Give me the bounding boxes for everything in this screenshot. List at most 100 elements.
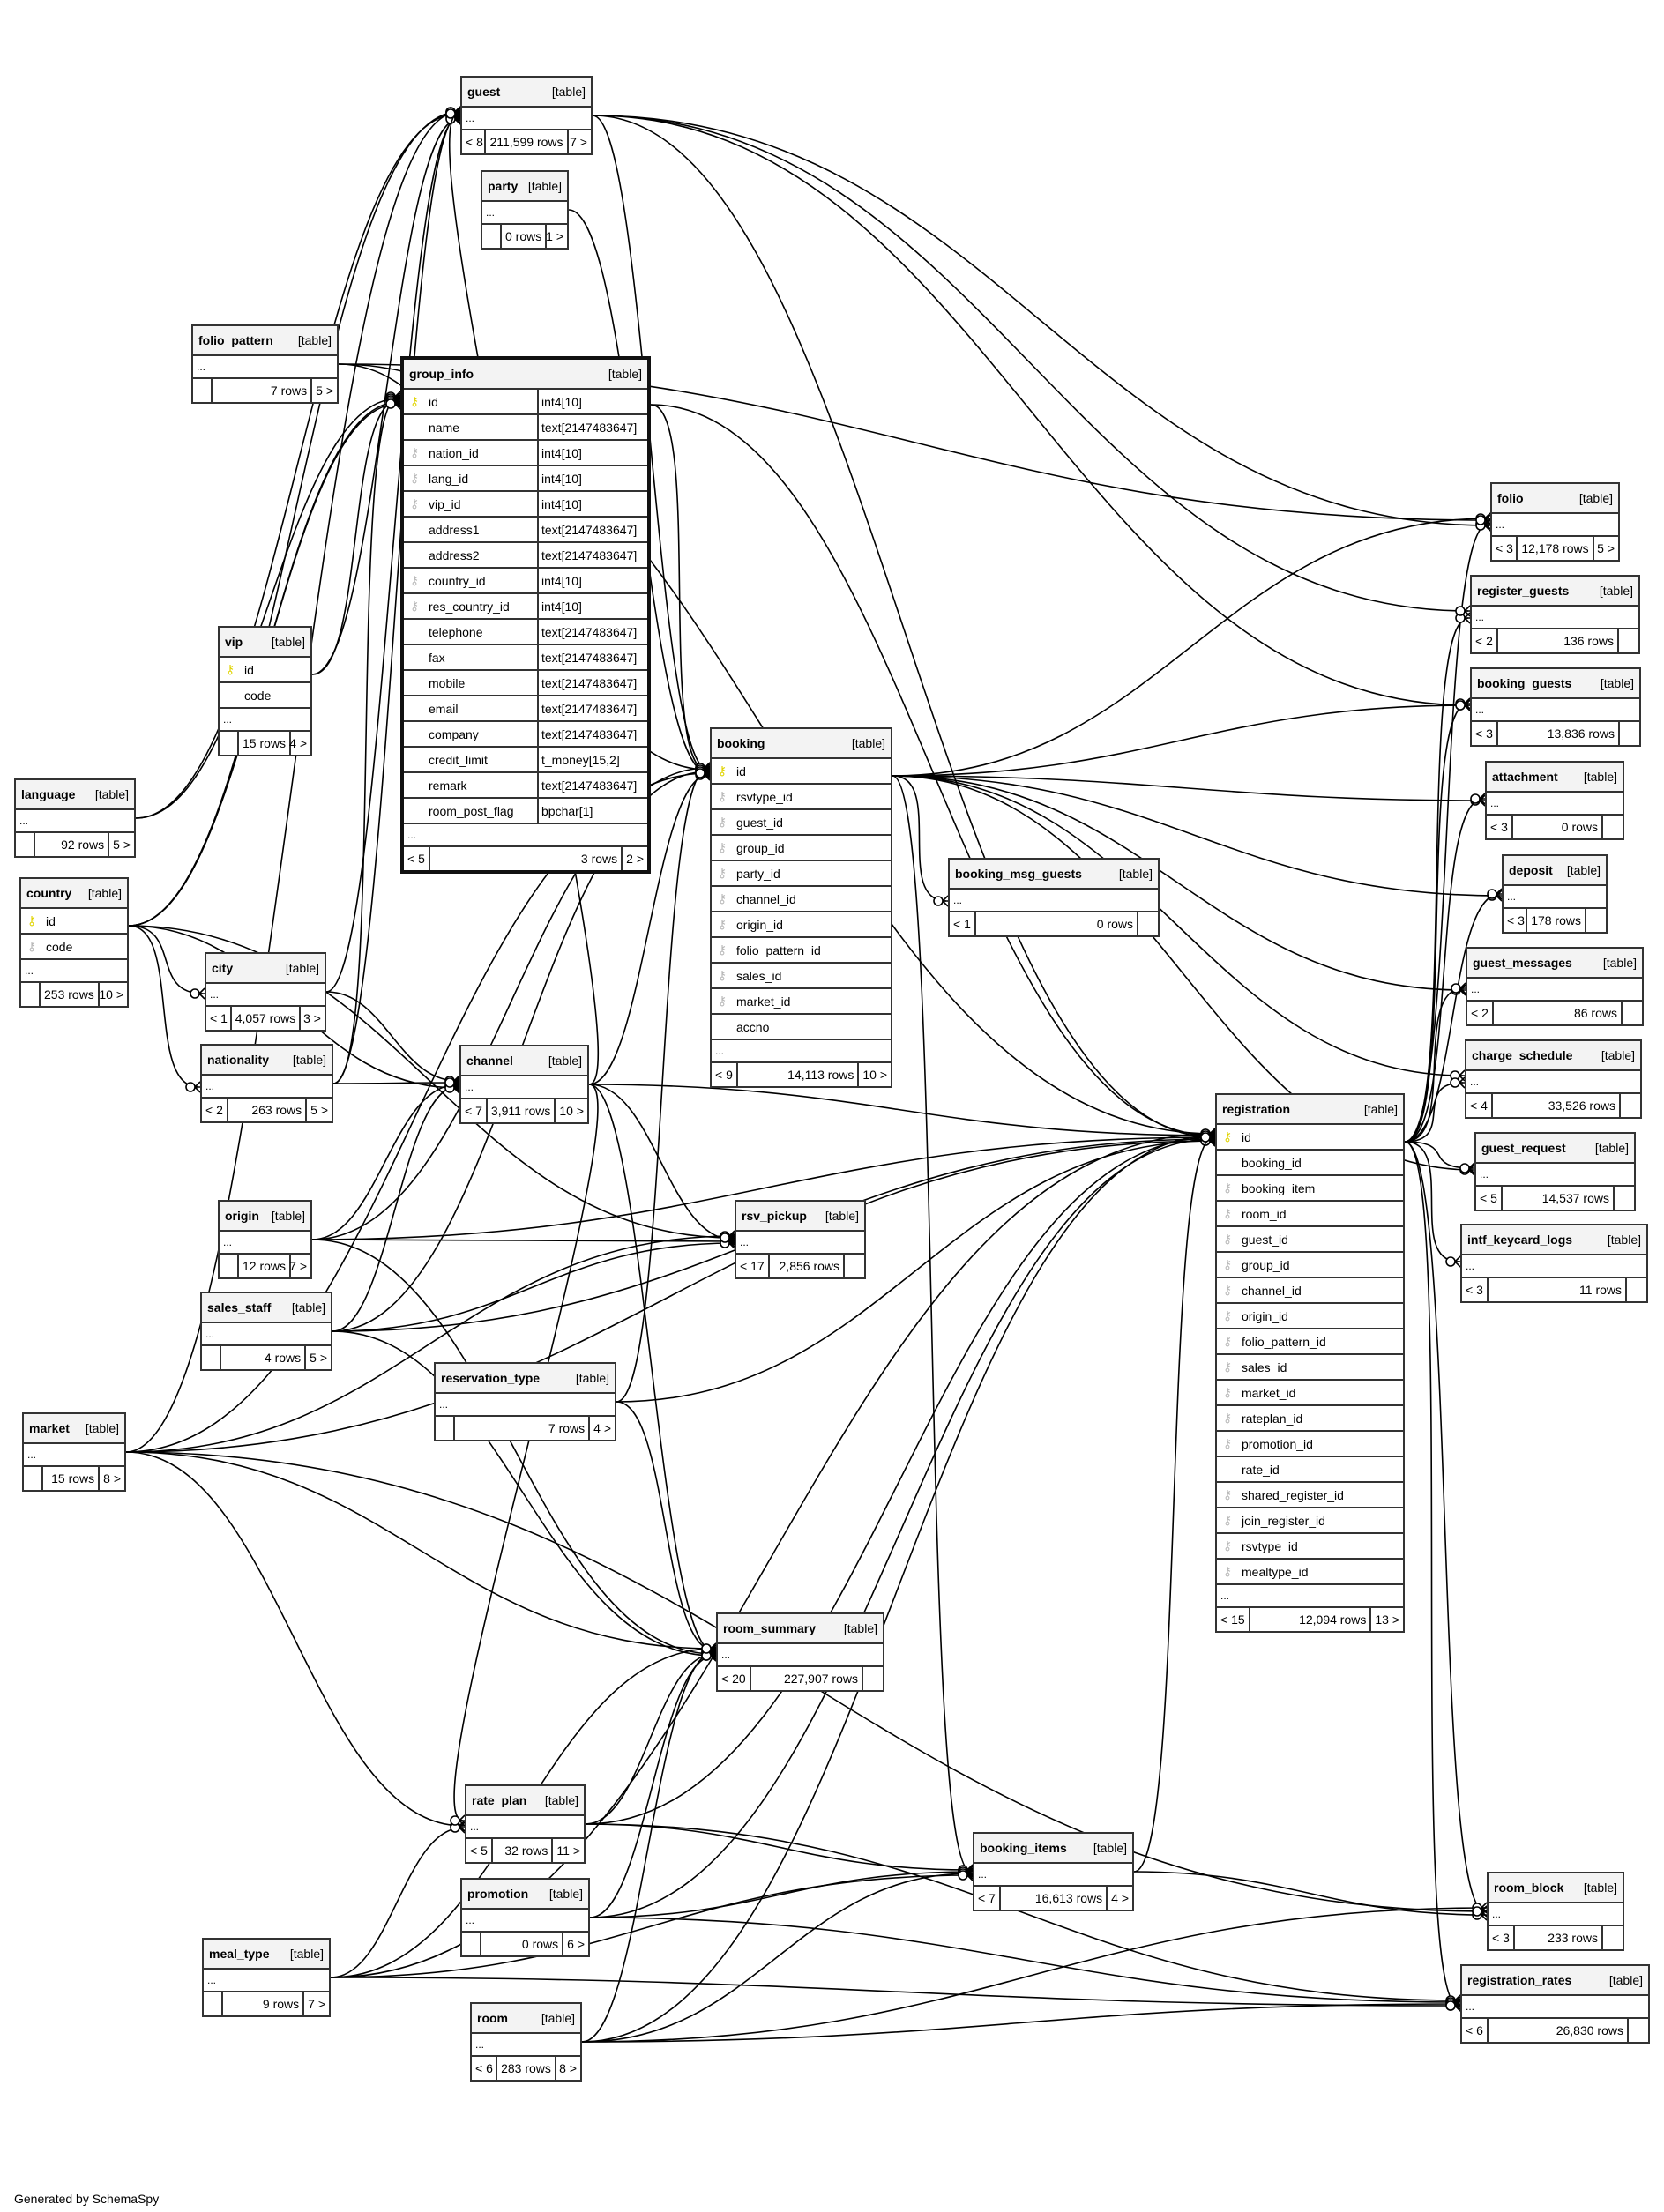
parent-count-link[interactable]: < 3 [1489, 1926, 1515, 1949]
child-count-link[interactable]: 5 > [310, 1103, 328, 1117]
child-count-link[interactable] [845, 1255, 864, 1277]
child-count-link[interactable] [1623, 1002, 1642, 1024]
column-row[interactable]: ⚷room_id [1217, 1202, 1403, 1227]
parent-count-link[interactable]: < 5 [1476, 1187, 1503, 1210]
table-booking[interactable]: booking[table]⚷id⚷rsvtype_id⚷guest_id⚷gr… [710, 727, 892, 1088]
column-row[interactable]: ⚷group_id [712, 836, 891, 861]
column-row[interactable]: rate_id [1217, 1457, 1403, 1483]
table-name[interactable]: register_guests [1477, 584, 1570, 598]
column-row[interactable]: booking_id [1217, 1151, 1403, 1176]
column-row[interactable]: ⚷market_id [712, 989, 891, 1015]
table-header[interactable]: promotion[table] [462, 1880, 588, 1910]
parent-count-link[interactable]: < 3 [1462, 1278, 1489, 1301]
more-columns-ellipsis[interactable]: ... [1466, 1071, 1640, 1094]
child-count-link[interactable]: 5 > [310, 1351, 327, 1365]
more-columns-ellipsis[interactable]: ... [24, 1444, 124, 1467]
more-columns-ellipsis[interactable]: ... [1487, 793, 1623, 816]
child-count-link[interactable] [1603, 816, 1623, 838]
table-header[interactable]: folio[table] [1492, 484, 1618, 514]
parent-count-link[interactable]: < 17 [736, 1255, 770, 1277]
table-name[interactable]: group_info [409, 367, 474, 381]
parent-count-link[interactable]: < 3 [1472, 722, 1498, 745]
child-count-link[interactable]: 7 > [570, 135, 587, 149]
child-count-link[interactable]: 4 > [289, 736, 308, 750]
child-count-link[interactable]: 5 > [316, 384, 333, 398]
table-name[interactable]: booking_msg_guests [955, 867, 1082, 881]
more-columns-ellipsis[interactable]: ... [1462, 1255, 1646, 1278]
column-row[interactable]: ⚷origin_id [1217, 1304, 1403, 1329]
column-row[interactable]: ⚷shared_register_id [1217, 1483, 1403, 1508]
child-count-link[interactable]: 7 > [289, 1259, 308, 1273]
table-header[interactable]: language[table] [16, 780, 134, 810]
table-name[interactable]: folio [1497, 491, 1524, 505]
more-columns-ellipsis[interactable]: ... [712, 1040, 891, 1063]
more-columns-ellipsis[interactable]: ... [16, 810, 134, 833]
table-header[interactable]: folio_pattern[table] [193, 326, 337, 356]
child-count-link[interactable] [1615, 1187, 1634, 1210]
more-columns-ellipsis[interactable]: ... [220, 709, 310, 732]
column-row[interactable]: ⚷rateplan_id [1217, 1406, 1403, 1432]
table-header[interactable]: booking_guests[table] [1472, 669, 1639, 699]
table-header[interactable]: guest_messages[table] [1467, 949, 1642, 979]
column-row[interactable]: ⚷promotion_id [1217, 1432, 1403, 1457]
parent-count-link[interactable]: < 5 [404, 847, 430, 870]
table-header[interactable]: rate_plan[table] [466, 1786, 584, 1816]
child-count-link[interactable]: 5 > [113, 838, 131, 852]
column-row[interactable]: ⚷sales_id [712, 964, 891, 989]
more-columns-ellipsis[interactable]: ... [1462, 1996, 1648, 2019]
table-name[interactable]: guest_messages [1473, 956, 1572, 970]
more-columns-ellipsis[interactable]: ... [21, 960, 127, 983]
parent-count-link[interactable]: < 8 [462, 130, 487, 153]
table-name[interactable]: booking [717, 736, 765, 750]
table-header[interactable]: booking[table] [712, 729, 891, 759]
table-header[interactable]: nationality[table] [202, 1046, 332, 1076]
more-columns-ellipsis[interactable]: ... [1504, 886, 1606, 909]
child-count-link[interactable] [1619, 629, 1638, 652]
parent-count-link[interactable]: < 3 [1504, 909, 1528, 932]
child-count-link[interactable] [1586, 909, 1606, 932]
more-columns-ellipsis[interactable]: ... [1489, 1903, 1623, 1926]
more-columns-ellipsis[interactable]: ... [974, 1864, 1132, 1887]
column-row[interactable]: code [220, 683, 310, 709]
more-columns-ellipsis[interactable]: ... [202, 1323, 331, 1346]
column-row[interactable]: ⚷id [1217, 1125, 1403, 1151]
child-count-link[interactable]: 5 > [1597, 541, 1615, 555]
more-columns-ellipsis[interactable]: ... [482, 202, 567, 225]
more-columns-ellipsis[interactable]: ... [206, 984, 325, 1007]
more-columns-ellipsis[interactable]: ... [718, 1644, 883, 1667]
table-header[interactable]: sales_staff[table] [202, 1293, 331, 1323]
parent-count-link[interactable] [436, 1417, 455, 1440]
child-count-link[interactable]: 4 > [593, 1421, 611, 1435]
table-name[interactable]: city [212, 961, 234, 975]
child-count-link[interactable]: 8 > [103, 1471, 121, 1486]
more-columns-ellipsis[interactable]: ... [436, 1394, 615, 1417]
child-count-link[interactable] [1627, 1278, 1646, 1301]
table-name[interactable]: nationality [207, 1053, 270, 1067]
parent-count-link[interactable]: < 5 [466, 1839, 493, 1862]
table-name[interactable]: origin [225, 1209, 259, 1223]
more-columns-ellipsis[interactable]: ... [462, 1910, 588, 1933]
table-name[interactable]: guest [467, 85, 501, 99]
table-name[interactable]: folio_pattern [198, 333, 273, 347]
parent-count-link[interactable]: < 6 [1462, 2019, 1489, 2042]
